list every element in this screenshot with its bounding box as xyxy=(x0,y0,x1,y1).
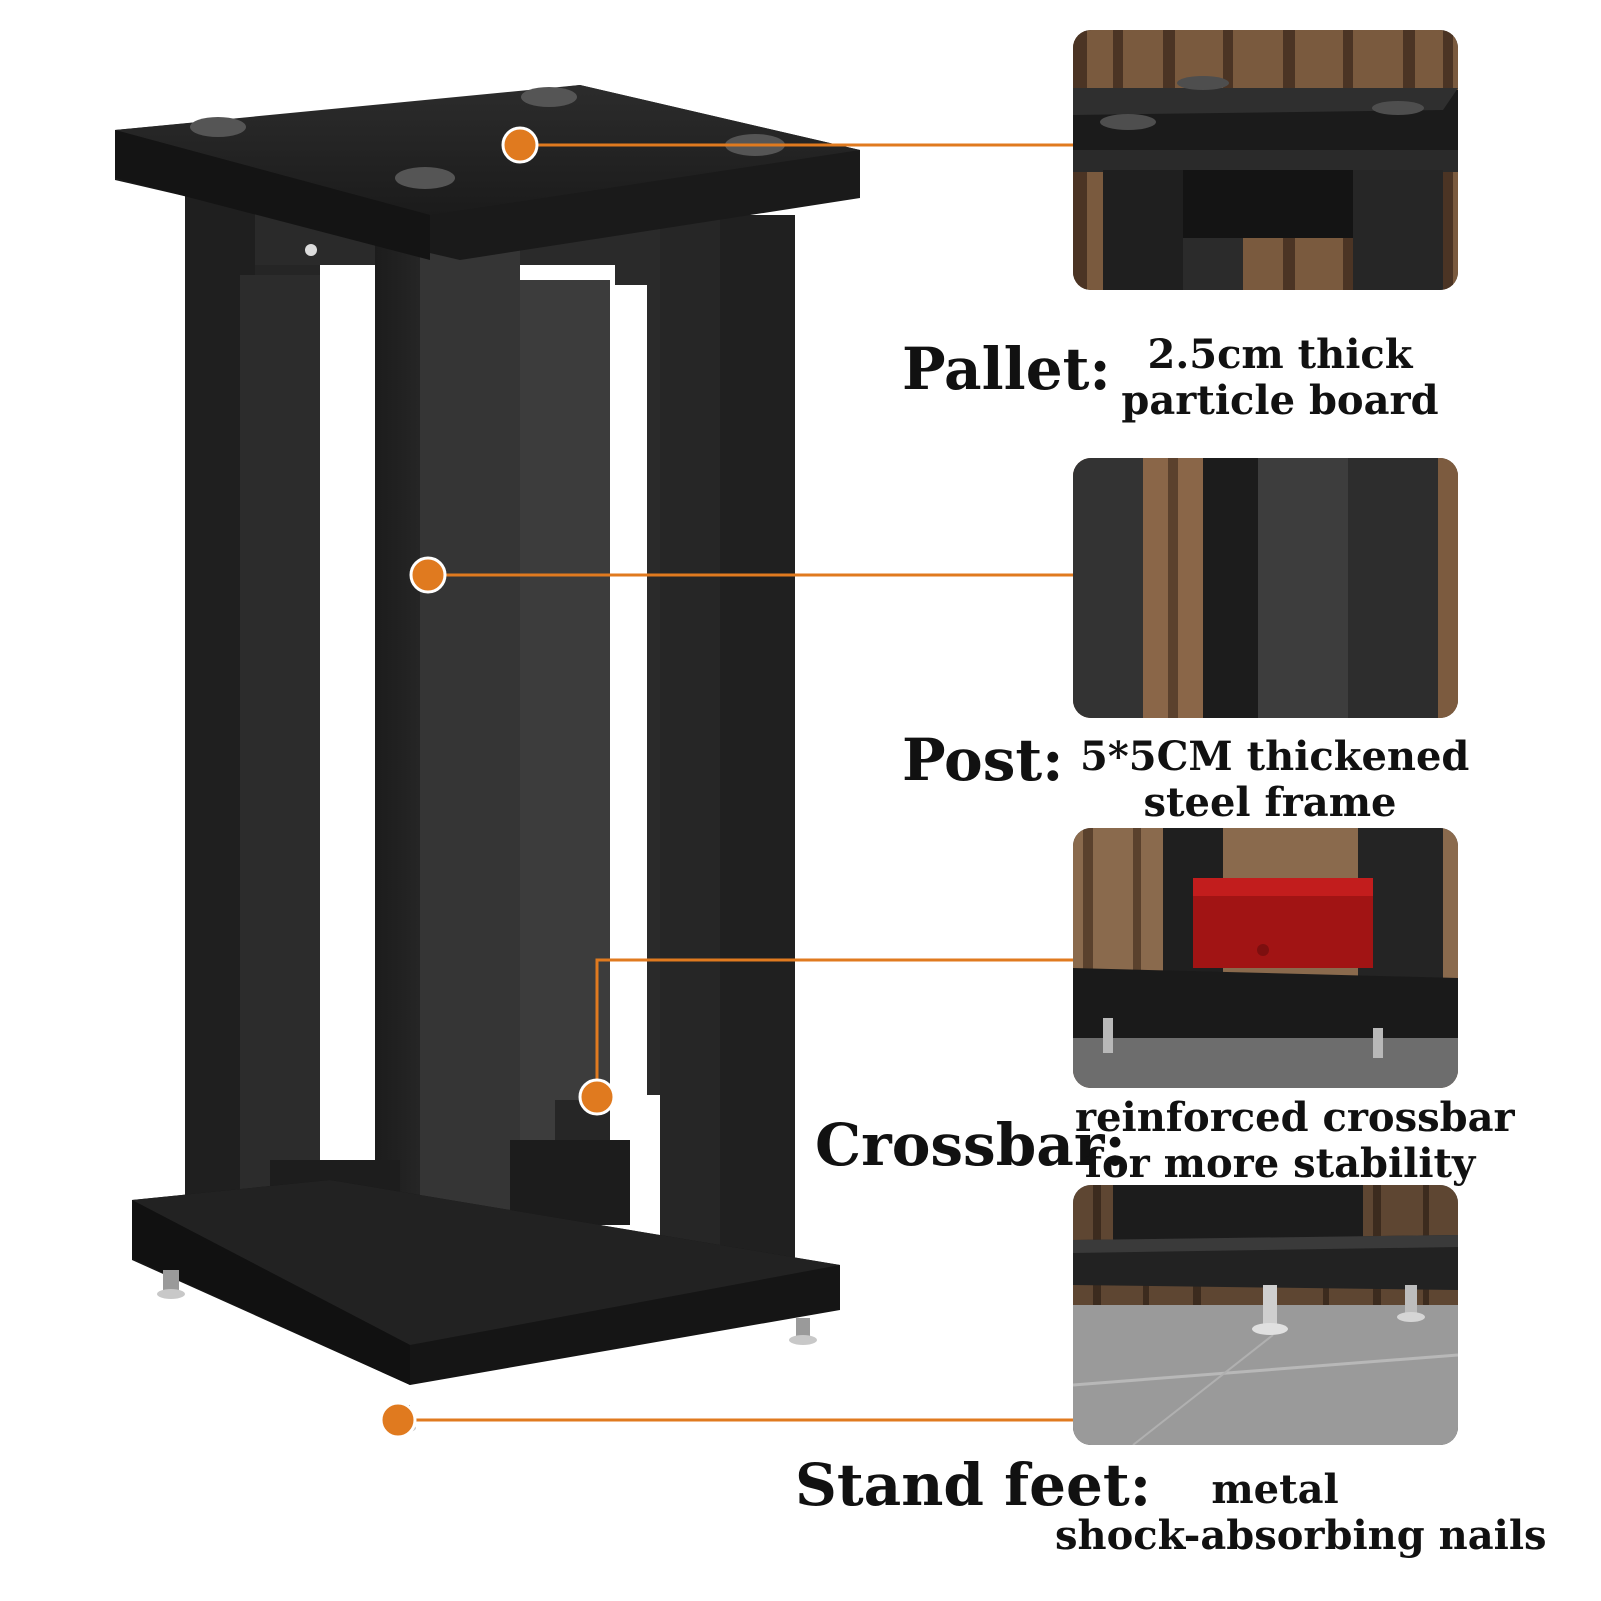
crossbar-label: Crossbar: xyxy=(815,1111,1126,1179)
post-closeup-photo xyxy=(1073,458,1458,718)
pallet-description: 2.5cm thick particle board xyxy=(1120,332,1440,424)
pallet-description-line-2: particle board xyxy=(1121,377,1439,424)
post-description: 5*5CM thickened steel frame xyxy=(1080,733,1470,826)
crossbar-closeup-photo xyxy=(1073,828,1458,1088)
stand-feet-description: metal shock-absorbing nails xyxy=(1055,1466,1547,1559)
callout-dot-post xyxy=(409,556,447,594)
stand-feet-description-line-2: shock-absorbing nails xyxy=(1055,1512,1547,1559)
stand-feet-label: Stand feet: xyxy=(795,1451,1152,1519)
pallet-description-line-1: 2.5cm thick xyxy=(1147,331,1413,378)
crossbar-description-line-2: for more stability xyxy=(1084,1140,1476,1187)
crossbar-description: reinforced crossbar for more stability xyxy=(1075,1094,1515,1187)
callout-dot-crossbar xyxy=(578,1078,616,1116)
stand-feet-description-line-1: metal xyxy=(1211,1466,1339,1513)
pallet-label: Pallet: xyxy=(902,335,1111,403)
post-description-line-1: 5*5CM thickened xyxy=(1080,733,1470,780)
callout-dot-feet xyxy=(379,1401,417,1439)
crossbar-description-line-1: reinforced crossbar xyxy=(1075,1094,1515,1141)
post-description-line-2: steel frame xyxy=(1143,779,1397,826)
callout-dot-pallet xyxy=(501,126,539,164)
feet-closeup-photo xyxy=(1073,1185,1458,1445)
callout-lines xyxy=(398,143,1075,1422)
pallet-closeup-photo xyxy=(1073,30,1458,290)
post-label: Post: xyxy=(902,726,1064,794)
